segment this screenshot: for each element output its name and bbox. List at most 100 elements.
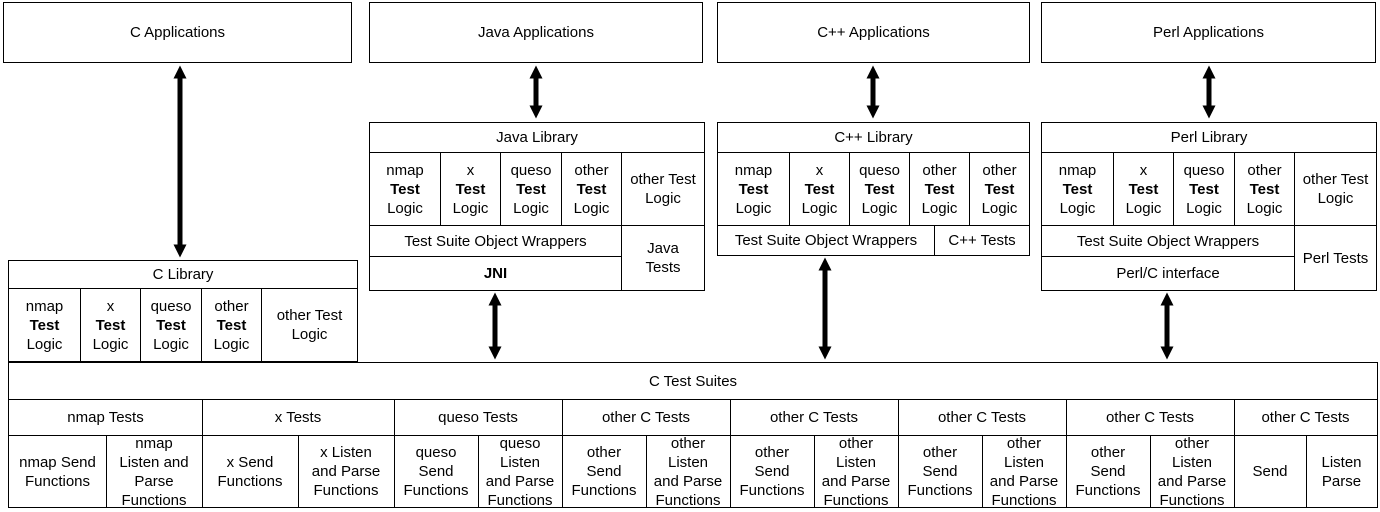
logic-name: queso [510,161,552,179]
other-test-line2: Logic [291,326,328,343]
c-x-test-logic: x Test Logic [81,289,140,361]
test-group-label: nmap Tests [67,409,144,426]
test-group-header: queso Tests [394,400,562,435]
c-applications-label: C Applications [129,24,226,41]
test-word: Test [156,316,186,334]
test-function-line: Functions [571,482,637,499]
java-other-test-logic-wide: other Test Logic [622,153,704,225]
java-library-title: Java Library [370,123,704,152]
test-function-line: and Parse [821,472,891,490]
test-function-line: Functions [907,482,973,499]
perl-nmap-test-logic: nmap Test Logic [1042,153,1113,225]
test-function-line: queso [415,444,457,461]
test-function-line: Send [1252,463,1288,480]
test-function-line: other [1174,434,1210,452]
logic-name: other [1247,161,1282,179]
test-function-line: nmap Send [19,453,96,471]
test-group-header: other C Tests [562,400,730,435]
test-function-line: other [586,444,622,461]
test-group-label: other C Tests [601,409,691,426]
logic-name: nmap [386,161,424,179]
jni-label: JNI [483,265,508,282]
logic-word: Logic [981,199,1018,217]
test-function-line: Send [754,463,790,480]
logic-name: nmap [25,297,64,315]
test-function-line: Listen [1171,453,1213,471]
c-library-title: C Library [9,261,357,288]
java-queso-test-logic: queso Test Logic [501,153,561,225]
cpp-nmap-test-logic: nmap Test Logic [718,153,789,225]
test-function-line: Functions [217,472,283,490]
test-function-line: Functions [655,491,721,509]
test-group-header: nmap Tests [9,400,202,435]
test-function-line: and Parse [311,463,381,480]
test-function-line: and Parse [653,472,723,490]
test-function-line: Functions [739,482,805,499]
logic-name: queso [1183,161,1225,179]
c-queso-test-logic: queso Test Logic [141,289,201,361]
jni-interface: JNI [370,257,621,290]
logic-word: Logic [452,199,489,217]
test-word: Test [1128,180,1159,198]
other-test-line1: other Test [630,171,696,188]
test-function-line: other [838,434,874,452]
perl-queso-test-logic: queso Test Logic [1174,153,1234,225]
logic-word: Logic [387,199,423,217]
test-function-line: Listen [667,453,709,471]
test-function-line: Listen [1003,453,1045,471]
cpp-tests: C++ Tests [935,226,1029,255]
test-word: Test [984,180,1015,198]
test-function-line: Functions [823,491,889,509]
test-function-line: Functions [1159,491,1225,509]
test-group-header: other C Tests [730,400,898,435]
test-function-line: Functions [487,491,553,509]
cpp-queso-test-logic: queso Test Logic [850,153,909,225]
java-test-suite-wrappers: Test Suite Object Wrappers [370,226,621,256]
test-function-line: other [1006,434,1042,452]
perl-tests-label: Perl Tests [1302,249,1369,267]
test-function-line: Listen [499,453,541,471]
test-word: Test [1062,180,1093,198]
test-group-label: other C Tests [769,409,859,426]
logic-word: Logic [921,199,958,217]
test-function-line: Listen [1321,453,1362,471]
test-word: Test [216,316,247,334]
perl-applications-box: Perl Applications [1041,2,1376,63]
test-function-line: other [1090,444,1126,461]
logic-word: Logic [1059,199,1096,217]
logic-name: x [106,297,115,315]
test-function-line: and Parse [485,472,555,490]
test-function-line: Functions [991,491,1057,509]
cpp-library-title: C++ Library [718,123,1029,152]
logic-word: Logic [1125,199,1162,217]
other-test-line1: other Test [276,307,343,324]
logic-name: x [815,161,824,179]
test-word: Test [864,180,895,198]
test-function-line: other [922,444,958,461]
java-library-label: Java Library [496,129,578,146]
logic-name: nmap [734,161,773,179]
logic-word: Logic [513,199,549,217]
java-library-box: Java Library nmap Test Logic x Test Logi… [369,122,705,291]
logic-name: other [982,161,1017,179]
perl-library-label: Perl Library [1170,129,1248,146]
test-function-line: x Listen [320,444,372,461]
other-test-line2: Logic [645,190,681,207]
perl-test-suite-wrappers: Test Suite Object Wrappers [1042,226,1294,256]
logic-name: x [1139,161,1148,179]
logic-word: Logic [1246,199,1283,217]
test-function-cell: Send [1234,436,1306,507]
test-function-line: Parse [134,472,174,490]
test-function-line: nmap [135,434,173,452]
logic-name: nmap [1058,161,1097,179]
test-function-line: Send [586,463,622,480]
test-group-label: x Tests [274,409,322,426]
test-word: Test [95,316,126,334]
test-function-line: x Send [226,453,274,471]
test-word: Test [455,180,486,198]
